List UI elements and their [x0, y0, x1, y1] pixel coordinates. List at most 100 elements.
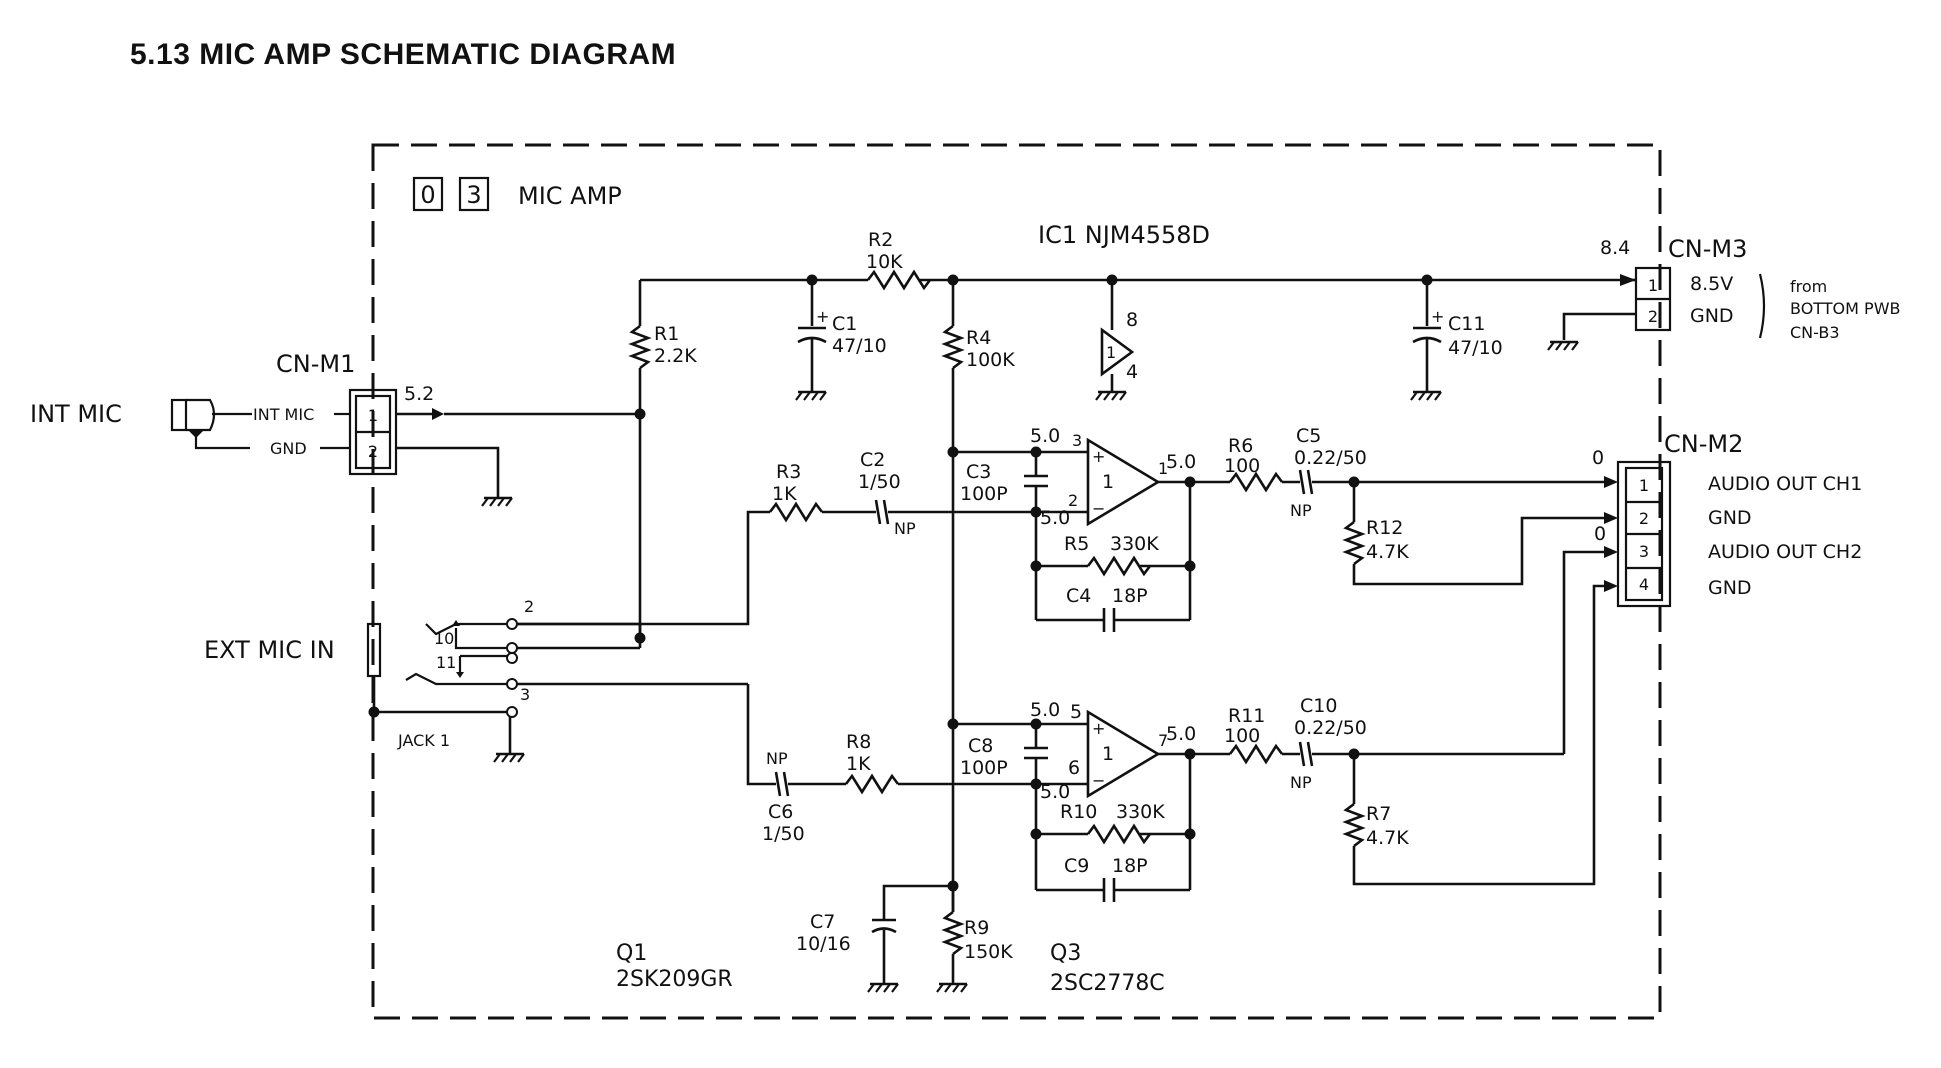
- c7-ref: C7: [810, 911, 835, 933]
- cn-m2-pin-3: 3: [1639, 542, 1649, 561]
- r8-value: 1K: [846, 753, 871, 775]
- cn-m3-connector: [1547, 266, 1672, 351]
- ic-pin-4: 4: [1126, 361, 1138, 383]
- ic-power-unit: [1095, 280, 1135, 401]
- c4-value: 18P: [1112, 585, 1148, 607]
- ic-power-unit-label: 1: [1106, 343, 1116, 362]
- q1-part: 2SK209GR: [616, 967, 733, 992]
- c6-value: 1/50: [762, 823, 805, 845]
- cn-m2-label-4: GND: [1708, 577, 1752, 599]
- c1-ref: C1: [832, 313, 857, 335]
- r7-value: 4.7K: [1366, 827, 1409, 849]
- c8-ref: C8: [968, 735, 993, 757]
- opamp-b-pin-7: 7: [1158, 731, 1168, 750]
- cn-m1-label-2: GND: [270, 439, 307, 458]
- jack-pin-3: 3: [520, 685, 530, 704]
- voltage-5-2: 5.2: [404, 383, 434, 405]
- r5-resistor: [1086, 555, 1152, 577]
- cn-m1-label-1: INT MIC: [253, 405, 314, 424]
- c9-ref: C9: [1064, 855, 1089, 877]
- jack-pin-2: 2: [524, 597, 534, 616]
- r2-value: 10K: [866, 251, 903, 273]
- output-a: [1190, 469, 1618, 586]
- opamp-a-plus: +: [1092, 447, 1105, 466]
- board-code-digit-0: 0: [420, 181, 435, 209]
- opamp-a-unit: 1: [1102, 471, 1114, 493]
- r9-ref: R9: [964, 917, 989, 939]
- board-code-box-1: [458, 176, 490, 212]
- r8-ref: R8: [846, 731, 871, 753]
- mic-icon: [170, 398, 252, 450]
- c1-plus: +: [816, 307, 829, 326]
- c1-capacitor: [795, 280, 827, 401]
- c8-value: 100P: [960, 757, 1008, 779]
- ch1-input-path: [517, 499, 1036, 626]
- c6-np: NP: [766, 749, 788, 768]
- c1-value: 47/10: [832, 335, 887, 357]
- q3-ref: Q3: [1050, 941, 1081, 966]
- q1-ref: Q1: [616, 941, 647, 966]
- opamp-b: [953, 709, 1190, 799]
- r11-resistor: [1228, 743, 1284, 765]
- r11-ref: R11: [1228, 705, 1265, 727]
- ch1-v-minus: 5.0: [1040, 507, 1070, 529]
- voltage-8-4: 8.4: [1600, 237, 1630, 259]
- c10-ref: C10: [1300, 695, 1337, 717]
- c5-value: 0.22/50: [1294, 447, 1367, 469]
- cn-m3-from-0: from: [1790, 277, 1827, 296]
- r7-ref: R7: [1366, 803, 1391, 825]
- ch2-v-plus: 5.0: [1030, 699, 1060, 721]
- cn-m2-ref: CN-M2: [1664, 430, 1743, 458]
- cn-m2-pin-2: 2: [1639, 509, 1649, 528]
- int-mic-label: INT MIC: [30, 400, 122, 428]
- c3-value: 100P: [960, 483, 1008, 505]
- r4-value: 100K: [966, 349, 1015, 371]
- r9-value: 150K: [964, 941, 1013, 963]
- cn-m2-label-1: AUDIO OUT CH1: [1708, 473, 1862, 495]
- ch2-v-out: 5.0: [1166, 723, 1196, 745]
- cn-m1-ref: CN-M1: [276, 350, 355, 378]
- r1-resistor: [628, 324, 652, 370]
- c5-capacitor: [1298, 469, 1314, 495]
- c2-capacitor: [874, 499, 890, 525]
- cn-m2-pin-4: 4: [1639, 575, 1649, 594]
- cn-m2-label-2: GND: [1708, 507, 1752, 529]
- c10-value: 0.22/50: [1294, 717, 1367, 739]
- opamp-b-pin-6: 6: [1068, 757, 1080, 779]
- ch2-out-voltage: 0: [1594, 523, 1606, 545]
- r9-resistor: [941, 910, 965, 956]
- c10-np: NP: [1290, 773, 1312, 792]
- r7-resistor: [1342, 802, 1366, 848]
- cn-m3-from-2: CN-B3: [1790, 323, 1840, 342]
- opamp-b-unit: 1: [1102, 743, 1114, 765]
- c5-np: NP: [1290, 501, 1312, 520]
- opamp-a-pin-2: 2: [1068, 491, 1078, 510]
- ext-mic-in-label: EXT MIC IN: [204, 636, 335, 664]
- r3-resistor: [768, 501, 824, 523]
- r10-resistor: [1086, 823, 1152, 845]
- c10-capacitor: [1298, 741, 1314, 767]
- r3-value: 1K: [772, 483, 797, 505]
- ch1-v-out: 5.0: [1166, 451, 1196, 473]
- c4-ref: C4: [1066, 585, 1091, 607]
- feedback-a: [1034, 482, 1192, 632]
- board-outline: [371, 143, 1662, 1020]
- cn-m2-label-3: AUDIO OUT CH2: [1708, 541, 1862, 563]
- r4-resistor: [941, 280, 965, 912]
- jack-pin-11: 11: [436, 653, 456, 672]
- c11-ref: C11: [1448, 313, 1485, 335]
- r1-value: 2.2K: [654, 345, 697, 367]
- board-code-box-0: [412, 176, 444, 212]
- ch2-v-minus: 5.0: [1040, 781, 1070, 803]
- c3-capacitor: [1024, 452, 1048, 512]
- feedback-b: [1034, 754, 1192, 902]
- cn-m3-from-1: BOTTOM PWB: [1790, 299, 1900, 318]
- ic-pin-8: 8: [1126, 309, 1138, 331]
- c3-ref: C3: [966, 461, 991, 483]
- r2-ref: R2: [868, 229, 893, 251]
- opamp-b-plus: +: [1092, 719, 1105, 738]
- r1-ref: R1: [654, 323, 679, 345]
- r6-value: 100: [1224, 455, 1260, 477]
- r2-resistor: [866, 269, 932, 291]
